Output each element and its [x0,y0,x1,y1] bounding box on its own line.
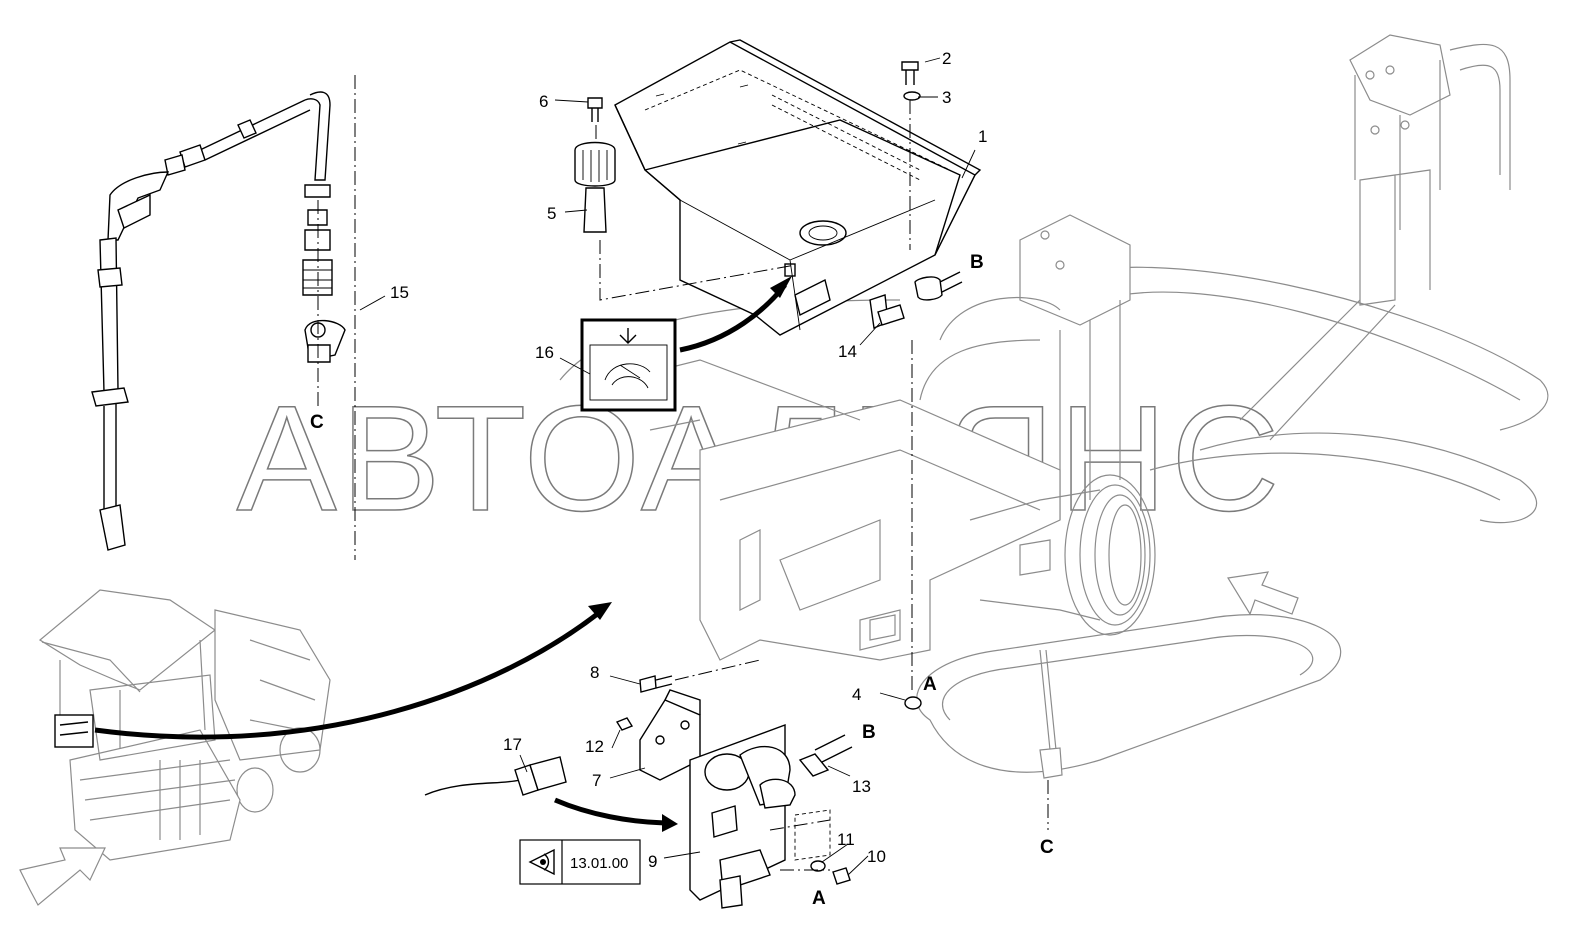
tank-bracket [614,39,982,336]
view-direction-arrow-icon [1227,571,1299,616]
callout-13: 13 [852,777,871,796]
callout-4: 4 [852,685,861,704]
callout-5: 5 [547,204,556,223]
callout-numbers: 1 2 3 4 5 6 7 8 9 10 11 12 13 14 15 16 1… [390,49,987,871]
connector-b-2: B [862,722,876,743]
callout-17: 17 [503,735,522,754]
eye-icon [528,848,555,876]
connector-a-2: A [812,888,826,909]
valve-assembly [615,659,853,909]
callout-10: 10 [867,847,886,866]
callout-9: 9 [648,852,657,871]
hand-wash-icon [604,363,651,389]
machine-frame [559,34,1549,779]
callout-8: 8 [590,663,599,682]
callout-11: 11 [837,830,855,849]
reference-box[interactable]: 13.01.00 [519,839,641,885]
view-direction-arrow-icon-2 [19,847,106,906]
callout-16: 16 [535,343,554,362]
callout-3: 3 [942,88,951,107]
callout-2: 2 [942,49,951,68]
connector-c-1: C [310,412,324,433]
cable-17 [424,756,567,796]
connector-letters: A A B B C C [310,252,1054,909]
callout-1: 1 [978,127,987,146]
callout-6: 6 [539,92,548,111]
callout-14: 14 [838,342,857,361]
connector-c-2: C [1040,837,1054,858]
callout-15: 15 [390,283,409,302]
bolt-2 [901,61,921,250]
leaders [359,57,976,876]
callout-12: 12 [585,737,604,756]
warning-label-16 [580,318,677,412]
connector-b-1: B [970,252,984,273]
reference-box-label: 13.01.00 [570,855,628,872]
connector-a-1: A [923,674,937,695]
callout-7: 7 [592,771,601,790]
paver-machine-illustration [19,589,331,906]
spray-lance-assembly [91,75,356,560]
angle-fitting-14 [869,271,963,330]
filler-cap-5 [574,97,796,301]
